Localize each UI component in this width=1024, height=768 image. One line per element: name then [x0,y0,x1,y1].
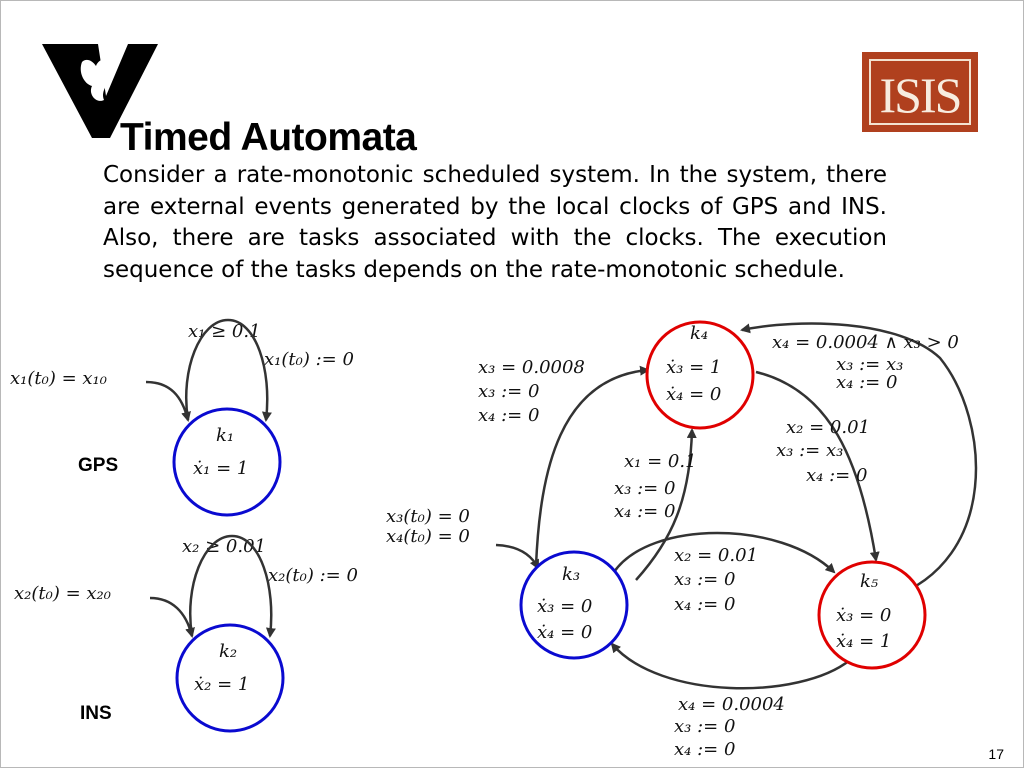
gps-automaton: x₁ ≥ 0.1 x₁(t₀) := 0 x₁(t₀) = x₁₀ k₁ ẋ₁ … [10,318,354,517]
gps-edge-reset-x4: x₄ := 0 [614,501,675,522]
state-k1 [172,407,282,517]
state-k4-eq2: ẋ₄ = 0 [666,384,721,405]
scheduler-init-x3: x₃(t₀) = 0 [386,506,470,527]
ins-self-loop [188,534,276,638]
gps-edge-guard: x₁ = 0.1 [624,451,697,472]
gps-self-loop [184,318,272,422]
state-k4-eq1: ẋ₃ = 1 [666,357,721,378]
ins-automaton: x₂ ≥ 0.01 x₂(t₀) := 0 x₂(t₀) = x₂₀ k₂ ẋ₂… [14,534,358,733]
scheduler-automaton: k₄ ẋ₃ = 1 ẋ₄ = 0 k₃ ẋ₃ = 0 ẋ₄ = 0 k₅ ẋ₃ … [386,320,978,760]
state-k5 [817,560,927,670]
k5-k4-reset-x4: x₄ := 0 [836,372,897,393]
isis-logo-text: ISIS [880,67,961,123]
isis-logo: ISIS [862,52,978,132]
k3-k4-guard: x₃ = 0.0008 [478,357,585,378]
ins-init: x₂(t₀) = x₂₀ [14,583,111,604]
edge-k5-k4 [740,322,978,600]
edge-init-k3 [495,543,540,570]
k4-k5-reset-x4: x₄ := 0 [806,465,867,486]
k5-k3-reset-x4: x₄ := 0 [674,739,735,760]
state-k4-name: k₄ [690,323,708,344]
k3-k5-guard: x₂ = 0.01 [674,545,758,566]
gps-init-arrow [145,380,191,422]
scheduler-init-x4: x₄(t₀) = 0 [386,526,470,547]
state-k2 [175,623,285,733]
page-number: 17 [988,746,1004,762]
k3-k5-reset-x4: x₄ := 0 [674,594,735,615]
edge-k3-k4 [534,365,650,567]
edge-k5-k3 [610,642,851,690]
gps-reset: x₁(t₀) := 0 [264,349,354,370]
state-k2-name: k₂ [219,641,237,662]
ins-reset: x₂(t₀) := 0 [268,565,358,586]
k5-k4-guard: x₄ = 0.0004 ∧ x₃ > 0 [772,332,959,353]
gps-label: GPS [78,455,118,476]
state-k3-name: k₃ [562,564,580,585]
k5-k4-reset-x3: x₃ := x₃ [836,354,903,375]
edge-k3-k4-gps [635,428,697,581]
k5-k3-guard: x₄ = 0.0004 [678,694,785,715]
k3-k4-reset-x3: x₃ := 0 [478,381,539,402]
k3-k5-reset-x3: x₃ := 0 [674,569,735,590]
slide-body: Consider a rate-monotonic scheduled syst… [103,162,887,283]
gps-edge-reset-x3: x₃ := 0 [614,478,675,499]
state-k3 [519,550,629,660]
ins-label: INS [80,703,112,724]
edge-k4-k5 [755,370,880,562]
k4-k5-reset-x3: x₃ := x₃ [776,440,843,461]
state-k5-eq1: ẋ₃ = 0 [836,605,891,626]
vanderbilt-logo [42,44,158,138]
edge-k3-k5 [612,531,836,574]
state-k1-eq: ẋ₁ = 1 [193,458,248,479]
k4-k5-guard: x₂ = 0.01 [786,417,870,438]
state-k1-name: k₁ [216,425,234,446]
state-k4 [645,320,755,430]
slide-title: Timed Automata [120,116,417,159]
state-k3-eq2: ẋ₄ = 0 [537,622,592,643]
state-k3-eq1: ẋ₃ = 0 [537,596,592,617]
k5-k3-reset-x3: x₃ := 0 [674,716,735,737]
state-k5-eq2: ẋ₄ = 1 [836,631,891,652]
ins-init-arrow [149,596,195,638]
gps-init: x₁(t₀) = x₁₀ [10,368,107,389]
k3-k4-reset-x4: x₄ := 0 [478,405,539,426]
state-k2-eq: ẋ₂ = 1 [194,674,249,695]
state-k5-name: k₅ [860,571,878,592]
